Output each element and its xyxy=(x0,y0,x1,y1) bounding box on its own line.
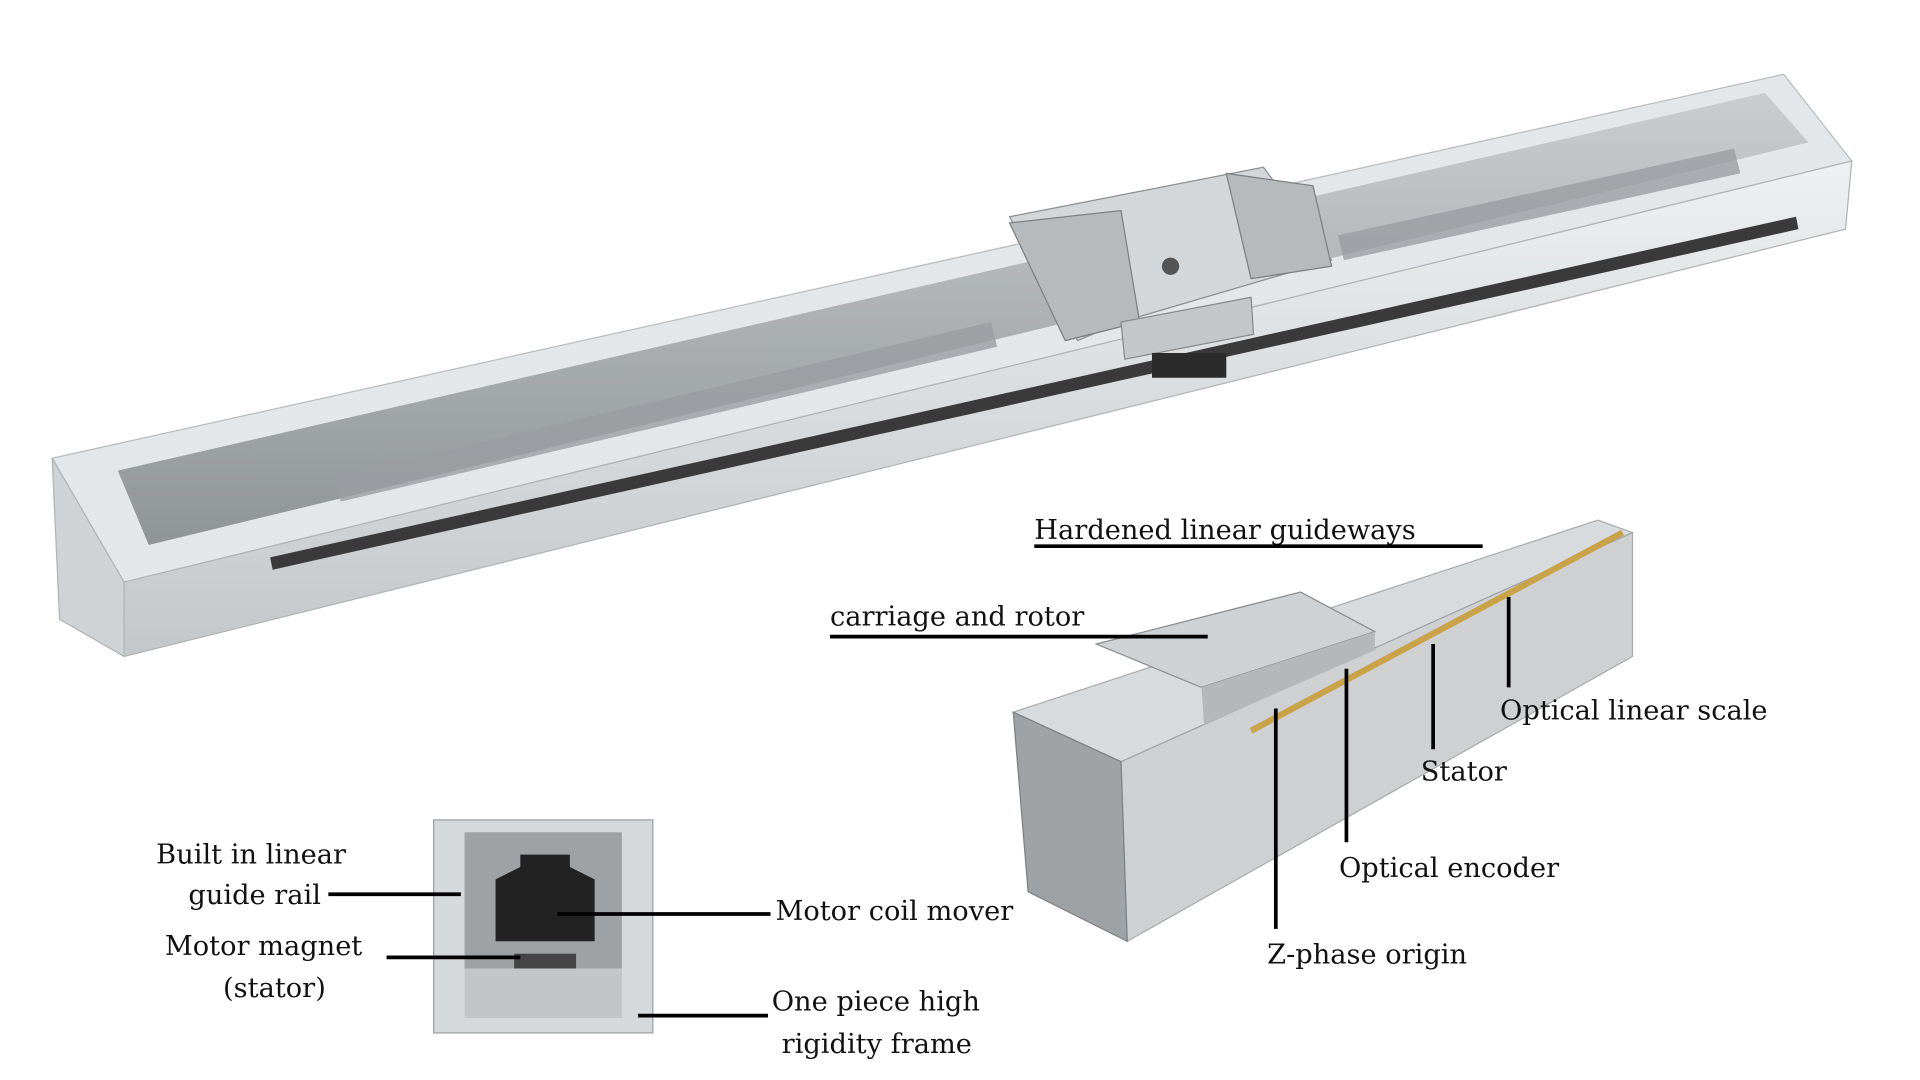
label-frame-2: rigidity frame xyxy=(782,1029,972,1060)
label-motor-coil-mover: Motor coil mover xyxy=(775,896,1014,927)
label-optical-linear-scale: Optical linear scale xyxy=(1500,696,1768,727)
label-built-in-rail-2: guide rail xyxy=(188,880,321,911)
main-actuator-illustration xyxy=(51,73,1853,658)
label-built-in-rail: Built in linear xyxy=(156,839,347,870)
label-motor-magnet-2: (stator) xyxy=(223,973,326,1004)
label-frame: One piece high xyxy=(772,987,980,1018)
cutaway-actuator-illustration xyxy=(1011,519,1635,943)
carriage xyxy=(1008,166,1333,378)
cross-section-illustration xyxy=(433,819,654,1034)
label-optical-encoder: Optical encoder xyxy=(1339,853,1560,884)
label-hardened-guideways: Hardened linear guideways xyxy=(1034,515,1415,546)
label-z-phase-origin: Z-phase origin xyxy=(1267,940,1467,971)
label-motor-magnet: Motor magnet xyxy=(165,931,362,962)
label-stator: Stator xyxy=(1421,756,1508,787)
label-carriage-rotor: carriage and rotor xyxy=(830,601,1085,632)
